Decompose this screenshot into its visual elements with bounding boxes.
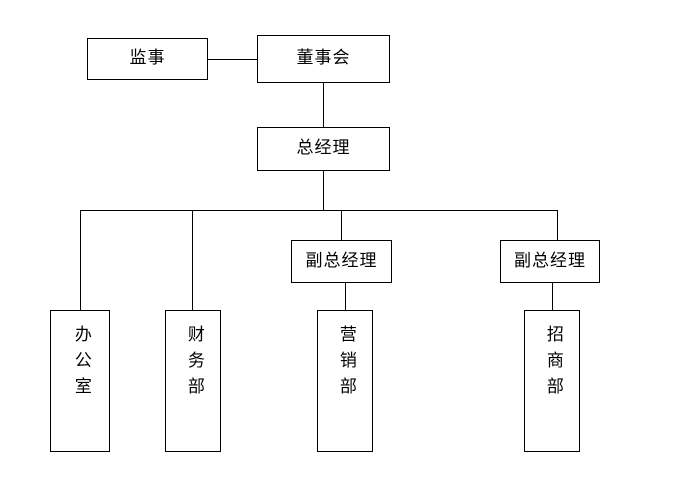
node-supervisor-label: 监事 (129, 48, 166, 69)
node-investment-department-label: 招商部 (542, 325, 563, 403)
connector-bus-to-deputy-gm-1 (341, 210, 342, 241)
node-board-of-directors-label: 董事会 (296, 48, 351, 69)
node-deputy-general-manager-2-label: 副总经理 (514, 250, 586, 271)
distribution-bus (80, 210, 558, 211)
node-general-manager-label: 总经理 (296, 138, 351, 159)
node-deputy-general-manager-1[interactable]: 副总经理 (291, 240, 392, 283)
node-deputy-general-manager-2[interactable]: 副总经理 (500, 240, 600, 283)
node-marketing-department-label: 营销部 (335, 325, 356, 403)
connector-supervisor-to-board (207, 59, 258, 60)
node-general-manager[interactable]: 总经理 (257, 127, 390, 171)
node-deputy-general-manager-1-label: 副总经理 (305, 250, 378, 271)
connector-general-manager-to-bus (323, 170, 324, 211)
connector-deputy-gm-2-to-investment (552, 283, 553, 311)
node-office-label: 办公室 (70, 325, 91, 403)
node-board-of-directors[interactable]: 董事会 (257, 35, 390, 83)
node-finance-department[interactable]: 财务部 (165, 310, 221, 452)
connector-bus-to-finance (192, 210, 193, 311)
node-investment-department[interactable]: 招商部 (524, 310, 580, 452)
node-marketing-department[interactable]: 营销部 (317, 310, 373, 452)
node-office[interactable]: 办公室 (50, 310, 110, 452)
connector-deputy-gm-1-to-marketing (345, 283, 346, 311)
node-supervisor[interactable]: 监事 (87, 38, 208, 80)
connector-bus-to-deputy-gm-2 (557, 210, 558, 241)
connector-board-to-general-manager (323, 83, 324, 128)
node-finance-department-label: 财务部 (183, 325, 204, 403)
connector-bus-to-office (80, 210, 81, 311)
